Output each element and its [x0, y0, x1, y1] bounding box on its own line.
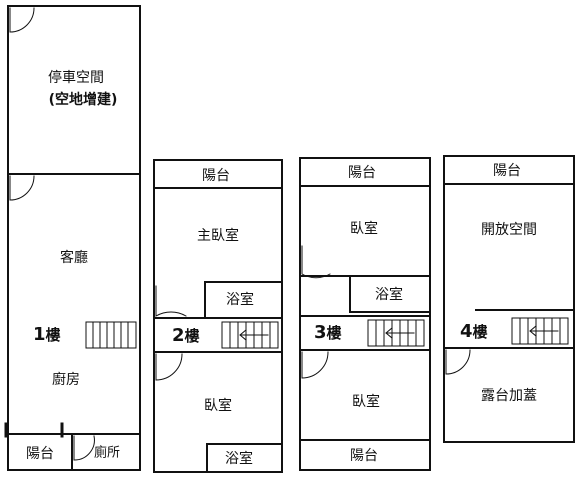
floor-2-doors [155, 285, 187, 381]
room-bedroom-2f: 臥室 [204, 398, 232, 414]
room-roof-terrace: 露台加蓋 [481, 388, 537, 404]
room-master-bedroom: 主臥室 [197, 228, 239, 244]
floor-1-walls [4, 5, 141, 471]
floor-4-unit: 樓 [472, 323, 488, 341]
floor-4-number: 4 [460, 321, 473, 342]
floor-1-label: 1樓 [33, 326, 61, 344]
room-bathroom-2f-upper: 浴室 [226, 292, 254, 308]
floor-3-label: 3樓 [314, 324, 342, 342]
room-bathroom-3f: 浴室 [375, 287, 403, 303]
floor-3-walls [299, 157, 431, 471]
room-toilet: 廁所 [93, 445, 121, 461]
room-balcony-3f-top: 陽台 [348, 165, 376, 181]
room-bedroom-3f-upper: 臥室 [350, 221, 378, 237]
floor-4-label: 4樓 [460, 323, 488, 341]
floor-2-stairs [221, 321, 279, 349]
floor-2-number: 2 [172, 325, 185, 346]
floor-1-stairs [85, 321, 137, 349]
floor-4-doors [445, 349, 471, 375]
room-parking-title: 停車空間 [48, 70, 104, 86]
room-parking-note: (空地增建) [48, 92, 118, 108]
room-open-space: 開放空間 [481, 222, 537, 238]
floor-2-unit: 樓 [184, 327, 200, 345]
room-living: 客廳 [60, 250, 88, 266]
floor-3-doors [301, 245, 331, 379]
room-balcony-4f: 陽台 [493, 163, 521, 179]
floor-4-walls [443, 155, 575, 443]
floor-3-unit: 樓 [326, 324, 342, 342]
room-bedroom-3f-lower: 臥室 [352, 394, 380, 410]
floor-2-walls [153, 159, 283, 473]
floor-1-unit: 樓 [45, 326, 61, 344]
floor-3-stairs [367, 319, 425, 347]
floor-1-number: 1 [33, 324, 46, 345]
floor-2-label: 2樓 [172, 327, 200, 345]
floor-4-stairs [511, 317, 569, 345]
room-balcony-1f: 陽台 [26, 446, 54, 462]
room-bathroom-2f-lower: 浴室 [225, 451, 253, 467]
room-kitchen: 廚房 [52, 372, 80, 388]
floor-1-doors [9, 7, 95, 461]
room-balcony-3f-bottom: 陽台 [350, 448, 378, 464]
room-balcony-2f: 陽台 [202, 168, 230, 184]
floor-3-number: 3 [314, 322, 327, 343]
